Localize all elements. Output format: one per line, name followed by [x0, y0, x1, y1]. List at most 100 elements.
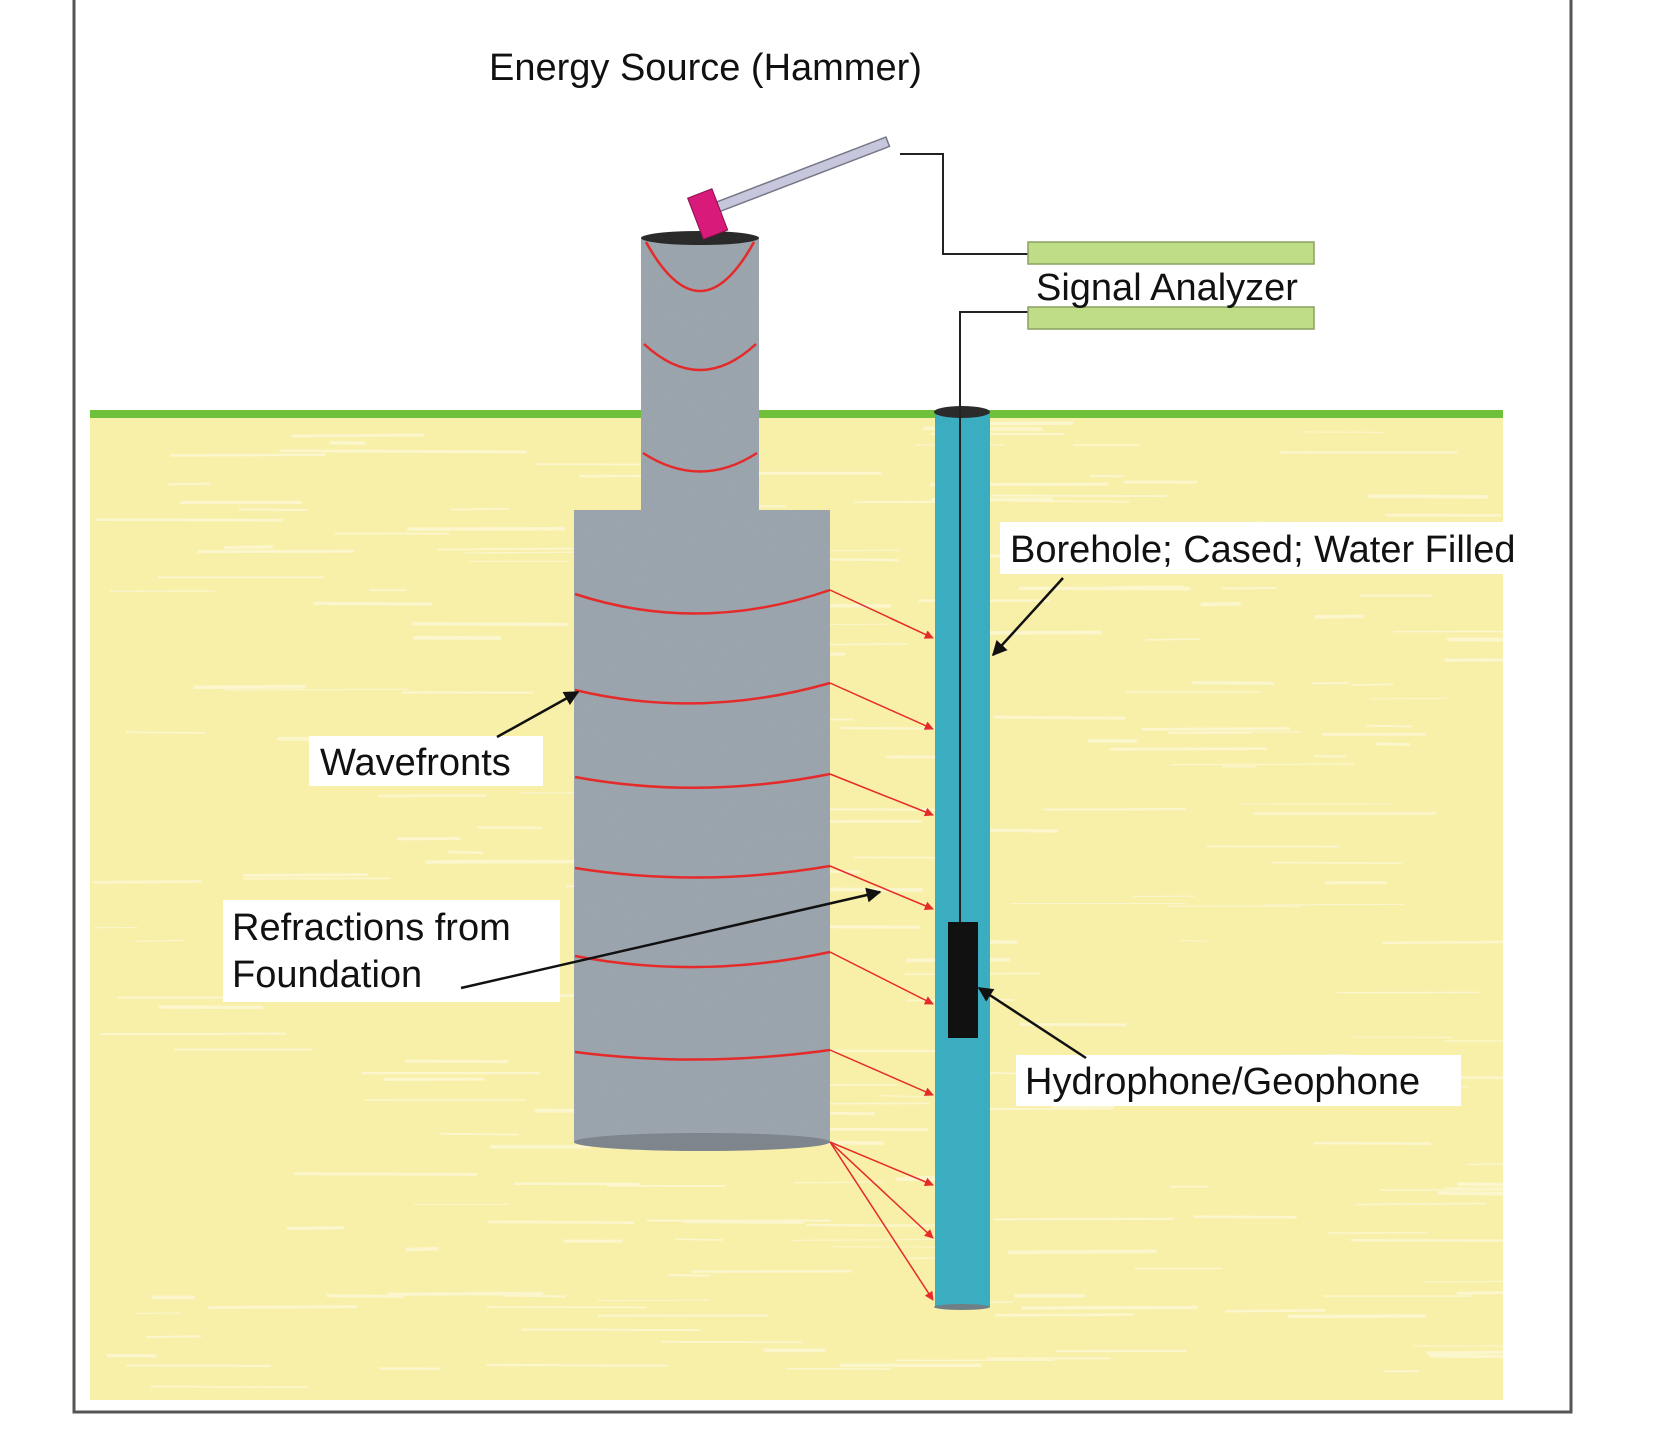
soil-streak	[994, 715, 1126, 720]
soil-streak	[326, 1294, 404, 1299]
soil-streak	[486, 1363, 668, 1367]
refraction-ray	[829, 951, 934, 1005]
soil-streak	[790, 1239, 938, 1241]
soil-streak	[1467, 1163, 1504, 1166]
wavefronts	[574, 241, 831, 1061]
soil-streak	[992, 1217, 1175, 1221]
hammer-cable	[900, 153, 1028, 255]
soil-streak	[207, 1305, 358, 1310]
soil-streak	[450, 507, 510, 511]
cables	[900, 153, 1028, 922]
wavefronts-label-bg	[309, 736, 543, 786]
soil-streak	[1110, 747, 1268, 751]
soil-streak	[477, 826, 543, 830]
soil-streak	[439, 1132, 519, 1136]
soil-streak	[987, 828, 1059, 833]
soil-streak	[225, 688, 410, 691]
soil-streak	[238, 508, 308, 512]
soil-streak	[158, 1005, 263, 1010]
soil-streak	[1141, 727, 1291, 731]
soil-streak	[1426, 1350, 1504, 1355]
borehole-leader	[991, 577, 1064, 657]
shaft-base	[574, 1133, 830, 1151]
soil-streak	[313, 601, 432, 606]
soil-streak	[994, 1313, 1135, 1317]
soil-streak	[1355, 1202, 1486, 1206]
analyzer-top-bar	[1027, 241, 1315, 265]
soil-streak	[1105, 585, 1184, 590]
soil-streak	[990, 494, 1167, 498]
foundation-shaft	[574, 231, 830, 1151]
refraction-ray	[829, 1141, 934, 1301]
soil-streak	[1192, 680, 1275, 685]
soil-streak	[487, 1220, 635, 1225]
soil-streak	[597, 1299, 709, 1302]
soil-streak	[1375, 742, 1411, 746]
refraction-ray	[829, 682, 934, 730]
soil-streak	[170, 453, 326, 457]
soil-streak	[684, 1219, 804, 1225]
soil-streak	[1012, 500, 1130, 503]
soil-streak	[1264, 903, 1404, 906]
soil-streak	[223, 545, 274, 550]
soil-streak	[126, 1364, 272, 1368]
soil-streak	[786, 1367, 892, 1370]
soil-streak	[1370, 697, 1449, 700]
wavefront-6	[574, 772, 831, 790]
soil-streak	[412, 621, 569, 627]
analyzer-bottom-bar	[1027, 306, 1315, 330]
wavefronts-label: Wavefronts	[320, 742, 511, 784]
refraction-ray	[829, 1141, 934, 1187]
soil-streak	[674, 1238, 724, 1241]
borehole-casing	[935, 412, 990, 1307]
hydrophone-label-bg	[1016, 1055, 1461, 1106]
wavefronts-leader	[496, 690, 580, 739]
soil-streak	[286, 1226, 344, 1231]
wavefront-3	[642, 451, 758, 473]
soil-streak	[1367, 494, 1488, 499]
refraction-rays	[829, 589, 934, 1301]
borehole-top	[934, 406, 990, 418]
wavefront-4	[574, 588, 831, 615]
soil-streak	[378, 794, 486, 798]
borehole-label-bg	[1000, 522, 1568, 574]
wavefront-7	[574, 864, 831, 879]
energy-source-label: Energy Source (Hammer)	[489, 47, 922, 89]
wavefront-2	[643, 343, 757, 372]
soil-streak	[294, 1172, 478, 1176]
leader-arrows	[460, 577, 1087, 1060]
shaft-top	[641, 231, 759, 245]
soil-streak	[1382, 940, 1503, 945]
hammer-icon	[687, 136, 891, 240]
shaft-upper	[641, 238, 759, 510]
refractions-label-line1: Refractions from	[232, 907, 511, 949]
soil-streak	[1239, 803, 1394, 805]
borehole-label: Borehole; Cased; Water Filled	[1010, 529, 1516, 571]
soil-streak	[966, 1107, 1113, 1111]
soil-streak	[1437, 1190, 1504, 1196]
wavefront-5	[574, 681, 831, 705]
signal-analyzer	[1027, 241, 1315, 330]
soil-streak	[168, 482, 212, 486]
soil-streak	[1314, 614, 1365, 619]
hydrophone-label: Hydrophone/Geophone	[1025, 1061, 1420, 1103]
refraction-ray	[829, 589, 934, 639]
hydrophone-leader	[977, 986, 1087, 1060]
soil-streak	[853, 500, 949, 504]
wavefront-9	[574, 1048, 831, 1061]
soil-streak	[806, 1223, 935, 1227]
soil-streak	[1090, 474, 1125, 478]
soil-streak	[95, 518, 283, 522]
shaft-lower	[574, 510, 830, 1142]
refraction-ray	[829, 1141, 934, 1239]
soil-streak	[291, 433, 425, 438]
soil-streak	[1351, 683, 1394, 687]
soil-streak	[1366, 724, 1412, 728]
refractions-label-line2: Foundation	[232, 954, 422, 996]
soil-streak	[1456, 1291, 1504, 1295]
soil-streak	[150, 1385, 308, 1388]
soil-streak	[817, 558, 899, 562]
refraction-ray	[829, 773, 934, 817]
soil-streak	[92, 880, 202, 884]
refraction-ray	[829, 1049, 934, 1096]
